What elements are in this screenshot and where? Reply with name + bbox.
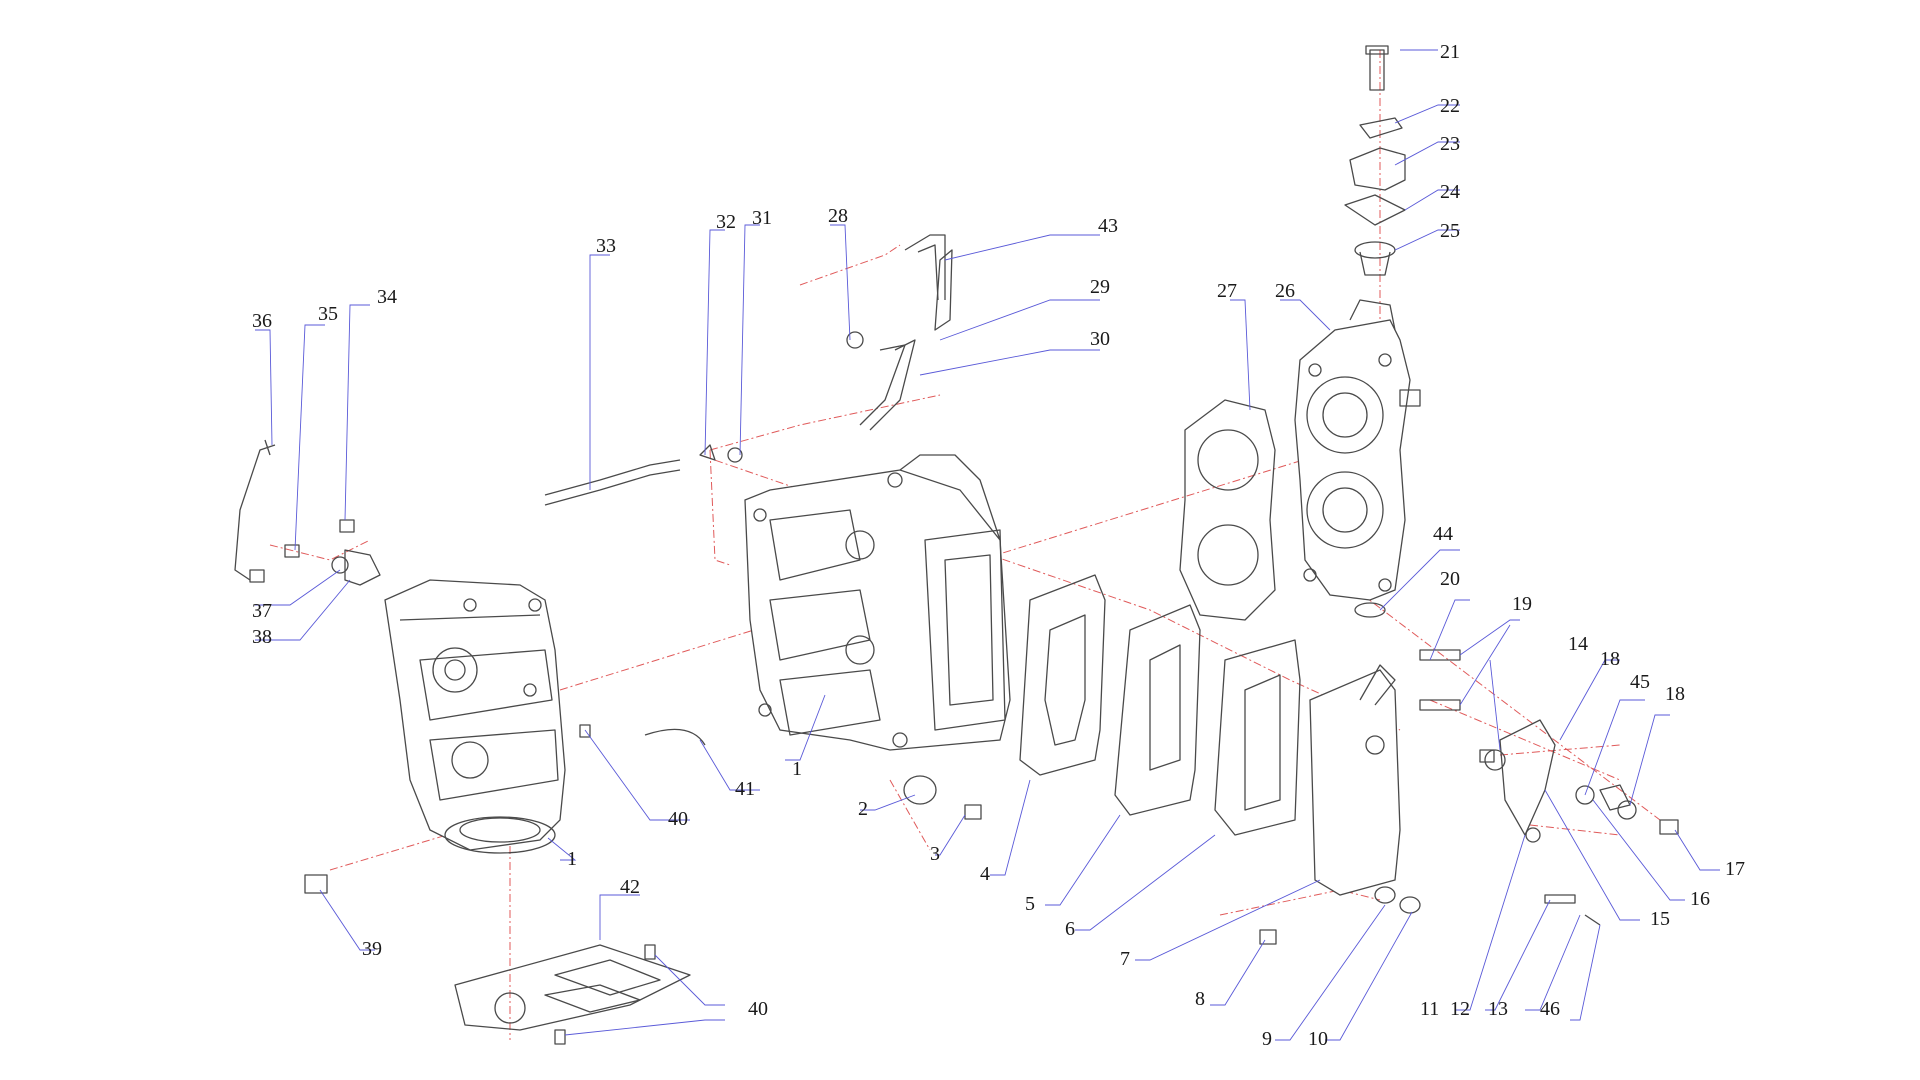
callout-label: 33 [596,235,616,257]
callout-label: 45 [1630,671,1650,693]
exhaust-plate-5 [1114,604,1201,816]
callout-label: 35 [318,303,338,325]
cylinder-block [744,454,1011,751]
exhaust-gasket-6 [1214,639,1301,836]
callout-label: 8 [1195,988,1205,1010]
head-gasket [1179,399,1276,621]
callout-label: 37 [252,600,272,622]
callout-label: 17 [1725,858,1745,880]
callout-label: 16 [1690,888,1710,910]
callout-label: 31 [752,207,772,229]
callout-label: 13 [1488,998,1508,1020]
callout-label: 39 [362,938,382,960]
callout-label: 42 [620,876,640,898]
callout-label: 44 [1433,523,1453,545]
base-gasket [454,944,691,1031]
callout-label: 7 [1120,948,1130,970]
callout-label: 36 [252,310,272,332]
callout-label: 40 [668,808,688,830]
callout-label: 23 [1440,133,1460,155]
callout-label: 5 [1025,893,1035,915]
callout-label: 26 [1275,280,1295,302]
cylinder-head [1294,299,1421,601]
callout-label: 32 [716,211,736,233]
crankcase-front-half [384,579,566,854]
callout-label: 1 [567,848,577,870]
callout-label: 40 [748,998,768,1020]
leader-lines [255,49,1720,1041]
callout-label: 34 [377,286,397,308]
exhaust-cover-7 [1309,664,1401,896]
callout-label: 21 [1440,41,1460,63]
callout-label: 22 [1440,95,1460,117]
callout-label: 19 [1512,593,1532,615]
callout-label: 43 [1098,215,1118,237]
callout-label: 41 [735,778,755,800]
callout-label: 14 [1568,633,1588,655]
callout-label: 27 [1217,280,1237,302]
callout-label: 11 [1420,998,1439,1020]
hoses-and-fittings [544,234,953,506]
left-fittings [234,439,381,586]
thermostat-assembly [1344,45,1406,276]
callout-label: 9 [1262,1028,1272,1050]
callout-label: 18 [1665,683,1685,705]
callout-label: 12 [1450,998,1470,1020]
callout-label: 46 [1540,998,1560,1020]
callout-label: 29 [1090,276,1110,298]
callout-label: 2 [858,798,868,820]
callout-label: 15 [1650,908,1670,930]
callout-label: 28 [828,205,848,227]
callout-label: 25 [1440,220,1460,242]
callout-label: 20 [1440,568,1460,590]
callout-labels: 1 1 2 3 4 5 6 7 8 9 10 11 12 13 14 15 16… [252,41,1745,1050]
callout-label: 6 [1065,918,1075,940]
callout-label: 10 [1308,1028,1328,1050]
callout-label: 24 [1440,181,1460,203]
callout-label: 18 [1600,648,1620,670]
callout-label: 3 [930,843,940,865]
callout-label: 4 [980,863,990,885]
callout-label: 1 [792,758,802,780]
callout-label: 30 [1090,328,1110,350]
exhaust-gasket-4 [1019,574,1106,776]
callout-label: 38 [252,626,272,648]
